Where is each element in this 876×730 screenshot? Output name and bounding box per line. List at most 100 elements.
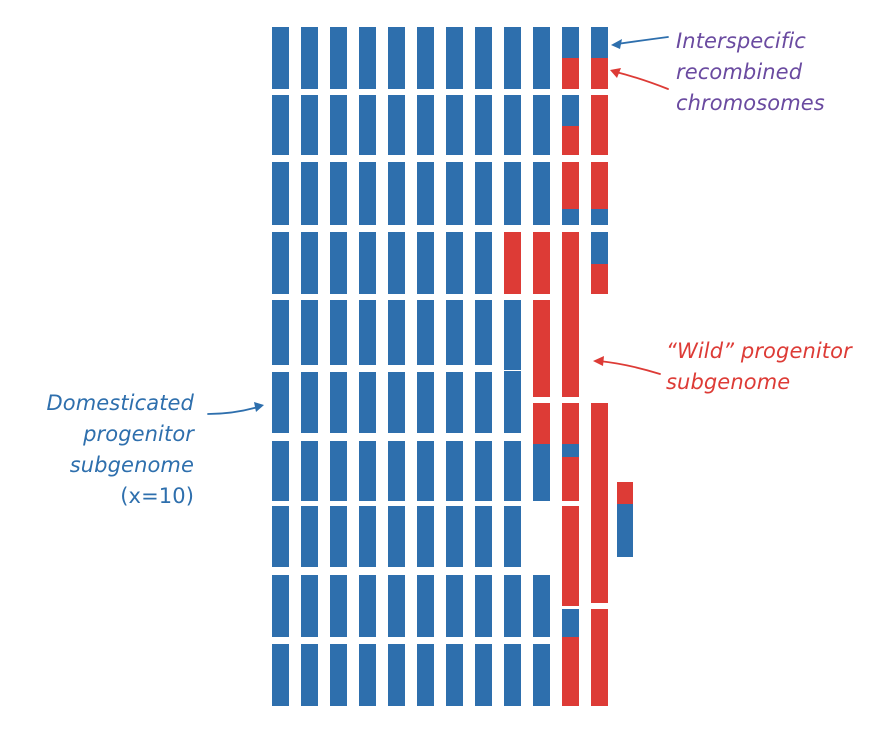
chromosome-domesticated-c3-r9	[330, 575, 347, 637]
chromosome-domesticated-c4-r9	[359, 575, 376, 637]
chromosome-domesticated-c9-r10	[504, 644, 521, 706]
chromosome-domesticated-c5-r1	[388, 27, 405, 89]
chromosome-recombined-c11-r2-red	[562, 126, 579, 155]
chromosome-domesticated-c7-r6	[446, 372, 463, 433]
chromosome-domesticated-c9-r7	[504, 441, 521, 501]
chromosome-domesticated-c8-r8	[475, 506, 492, 567]
wild-subgenome-label: “Wild” progenitor subgenome	[666, 336, 852, 398]
chromosome-wild-c11-r4	[562, 232, 579, 397]
chromosome-domesticated-c6-r5	[417, 300, 434, 365]
interspecific-label: Interspecific recombined chromosomes	[676, 26, 825, 119]
chromosome-domesticated-c3-r5	[330, 300, 347, 365]
chromosome-domesticated-c6-r1	[417, 27, 434, 89]
chromosome-domesticated-c7-r2	[446, 95, 463, 155]
chromosome-domesticated-c7-r7	[446, 441, 463, 501]
chromosome-domesticated-c5-r4	[388, 232, 405, 294]
chromosome-domesticated-c8-r10	[475, 644, 492, 706]
chromosome-domesticated-c6-r7	[417, 441, 434, 501]
chromosome-domesticated-c4-r2	[359, 95, 376, 155]
domesticated-arrow	[207, 402, 264, 415]
chromosome-recombined-c11-r1-blue	[562, 27, 579, 58]
chromosome-domesticated-c1-r5	[272, 300, 289, 365]
chromosome-domesticated-c9-r9	[504, 575, 521, 637]
chromosome-domesticated-c6-r8	[417, 506, 434, 567]
chromosome-domesticated-c7-r3	[446, 162, 463, 225]
chromosome-recombined-c12-r3-red	[591, 162, 608, 209]
chromosome-domesticated-c8-r1	[475, 27, 492, 89]
chromosome-domesticated-c1-r7	[272, 441, 289, 501]
chromosome-domesticated-c5-r3	[388, 162, 405, 225]
chromosome-domesticated-c2-r5	[301, 300, 318, 365]
chromosome-wild-c12-r2	[591, 95, 608, 155]
chromosome-domesticated-c10-r2	[533, 95, 550, 155]
chromosome-domesticated-c5-r8	[388, 506, 405, 567]
chromosome-recombined-c11-r6-red	[562, 403, 579, 444]
domesticated-label-line-1: Domesticated	[46, 391, 194, 415]
chromosome-domesticated-c10-r1	[533, 27, 550, 89]
chromosome-domesticated-c2-r3	[301, 162, 318, 225]
chromosome-recombined-c12-r1-blue	[591, 27, 608, 58]
domesticated-label-line-2: progenitor	[83, 422, 194, 446]
chromosome-domesticated-c6-r3	[417, 162, 434, 225]
chromosome-domesticated-c2-r6	[301, 372, 318, 433]
chromosome-domesticated-c1-r3	[272, 162, 289, 225]
chromosome-recombined-c11-r9-red	[562, 637, 579, 706]
chromosome-domesticated-c3-r8	[330, 506, 347, 567]
chromosome-domesticated-c4-r10	[359, 644, 376, 706]
chromosome-domesticated-c4-r6	[359, 372, 376, 433]
chromosome-domesticated-c9-r2	[504, 95, 521, 155]
chromosome-domesticated-c9-r1	[504, 27, 521, 89]
chromosome-recombined-c11-r3-blue	[562, 209, 579, 225]
chromosome-recombined-c13-blue	[617, 504, 633, 557]
chromosome-domesticated-c4-r8	[359, 506, 376, 567]
chromosome-domesticated-c8-r5	[475, 300, 492, 365]
chromosome-domesticated-c1-r4	[272, 232, 289, 294]
chromosome-domesticated-c3-r7	[330, 441, 347, 501]
chromosome-domesticated-c10-r9	[533, 575, 550, 637]
domesticated-label-line-4: (x=10)	[120, 484, 194, 508]
chromosome-domesticated-c6-r10	[417, 644, 434, 706]
chromosome-domesticated-c1-r1	[272, 27, 289, 89]
chromosome-domesticated-c2-r9	[301, 575, 318, 637]
chromosome-recombined-c13-red	[617, 482, 633, 504]
chromosome-domesticated-c5-r10	[388, 644, 405, 706]
chromosome-domesticated-c9-r3	[504, 162, 521, 225]
chromosome-domesticated-c3-r10	[330, 644, 347, 706]
chromosome-domesticated-c3-r3	[330, 162, 347, 225]
chromosome-domesticated-c7-r1	[446, 27, 463, 89]
chromosome-domesticated-c10-r3	[533, 162, 550, 225]
chromosome-domesticated-c2-r1	[301, 27, 318, 89]
chromosome-domesticated-c8-r6	[475, 372, 492, 433]
chromosome-recombined-c11-r2-blue	[562, 95, 579, 126]
chromosome-wild-c12-r6	[591, 403, 608, 603]
chromosome-domesticated-c3-r4	[330, 232, 347, 294]
chromosome-recombined-c11-r9-blue	[562, 609, 579, 637]
chromosome-domesticated-c4-r3	[359, 162, 376, 225]
chromosome-domesticated-c7-r5	[446, 300, 463, 365]
chromosome-domesticated-c2-r4	[301, 232, 318, 294]
chromosome-domesticated-c7-r8	[446, 506, 463, 567]
wild-label-line-1: “Wild” progenitor	[666, 339, 852, 363]
chromosome-domesticated-c2-r2	[301, 95, 318, 155]
chromosome-domesticated-c7-r4	[446, 232, 463, 294]
chromosome-recombined-c11-r1-red	[562, 58, 579, 89]
domesticated-subgenome-label: Domesticated progenitor subgenome (x=10)	[36, 388, 194, 512]
chromosome-wild-c11-r8	[562, 506, 579, 606]
chromosome-domesticated-c9-r8	[504, 506, 521, 567]
chromosome-domesticated-c8-r4	[475, 232, 492, 294]
chromosome-domesticated-c4-r5	[359, 300, 376, 365]
chromosome-domesticated-c5-r5	[388, 300, 405, 365]
chromosome-wild-c10-r5	[533, 300, 550, 397]
chromosome-domesticated-c6-r2	[417, 95, 434, 155]
chromosome-domesticated-c1-r2	[272, 95, 289, 155]
chromosome-domesticated-c8-r9	[475, 575, 492, 637]
chromosome-recombined-c12-r4-blue	[591, 232, 608, 264]
chromosome-recombined-c11-r6-blue	[562, 444, 579, 457]
chromosome-domesticated-c3-r2	[330, 95, 347, 155]
chromosome-recombined-c12-r1-red	[591, 58, 608, 89]
chromosome-domesticated-c10-r6-bottom	[533, 444, 550, 501]
chromosome-domesticated-c8-r2	[475, 95, 492, 155]
chromosome-wild-c12-r9	[591, 609, 608, 706]
